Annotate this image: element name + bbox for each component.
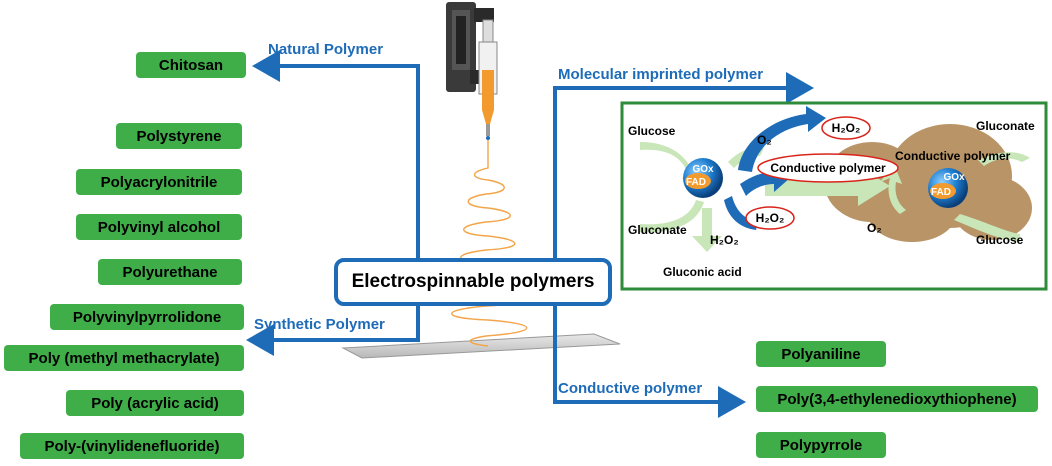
polymer-box-polyaniline: Polyaniline bbox=[756, 341, 886, 367]
polymer-box-polyvinylpyrrolidone: Polyvinylpyrrolidone bbox=[50, 304, 244, 330]
center-title-box: Electrospinnable polymers bbox=[334, 258, 612, 306]
center-title: Electrospinnable polymers bbox=[351, 271, 595, 292]
molecular-imprinted-label: Molecular imprinted polymer bbox=[558, 66, 764, 83]
gox-left-label: GOx bbox=[692, 164, 714, 175]
polymer-box-pmma: Poly (methyl methacrylate) bbox=[4, 345, 244, 371]
gox-enzyme-right bbox=[928, 168, 968, 208]
o2-top-label: O₂ bbox=[757, 133, 772, 147]
fiber-jet bbox=[451, 140, 528, 347]
glucose-right-label: Glucose bbox=[976, 233, 1024, 247]
polymer-box-pvdf: Poly-(vinylidenefluoride) bbox=[20, 433, 244, 459]
connector-lines bbox=[246, 50, 814, 418]
gluconate-left-label: Gluconate bbox=[628, 223, 687, 237]
conductive-polymer-circle bbox=[757, 153, 899, 183]
polymer-box-polystyrene: Polystyrene bbox=[116, 123, 242, 149]
conductive-circle-label: Conductive polymer bbox=[770, 161, 886, 175]
collector-plate bbox=[341, 333, 621, 359]
conductive-polymer-label: Conductive polymer bbox=[558, 380, 703, 397]
gox-enzyme-left bbox=[683, 158, 723, 198]
polymer-box-polyvinyl-alcohol: Polyvinyl alcohol bbox=[76, 214, 242, 240]
fad-left-label: FAD bbox=[686, 177, 706, 188]
polymer-box-polyurethane: Polyurethane bbox=[98, 259, 242, 285]
polymer-box-polypyrrole: Polypyrrole bbox=[756, 432, 886, 458]
polymer-box-polyacrylonitrile: Polyacrylonitrile bbox=[76, 169, 242, 195]
fad-right-label: FAD bbox=[931, 187, 951, 198]
syringe-pump-icon bbox=[446, 2, 498, 140]
h2o2-circle-top-label: H₂O₂ bbox=[832, 121, 861, 135]
h2o2-circle-mid bbox=[745, 206, 795, 230]
synthetic-polymer-label: Synthetic Polymer bbox=[254, 316, 385, 333]
polymer-box-pedot: Poly(3,4-ethylenedioxythiophene) bbox=[756, 386, 1038, 412]
gluconate-right-label: Gluconate bbox=[976, 119, 1035, 133]
o2-right-label: O₂ bbox=[867, 221, 882, 235]
h2o2-below-label: H₂O₂ bbox=[710, 233, 739, 247]
glucose-left-label: Glucose bbox=[628, 124, 676, 138]
polymer-box-polyacrylic-acid: Poly (acrylic acid) bbox=[66, 390, 244, 416]
h2o2-circle-mid-label: H₂O₂ bbox=[756, 211, 785, 225]
gluconic-acid-label: Gluconic acid bbox=[663, 265, 742, 279]
natural-polymer-label: Natural Polymer bbox=[268, 41, 384, 58]
gox-right-label: GOx bbox=[943, 172, 965, 183]
h2o2-circle-top bbox=[821, 116, 871, 140]
polymer-box-chitosan: Chitosan bbox=[136, 52, 246, 78]
conductive-right-label: Conductive polymer bbox=[895, 149, 1011, 163]
